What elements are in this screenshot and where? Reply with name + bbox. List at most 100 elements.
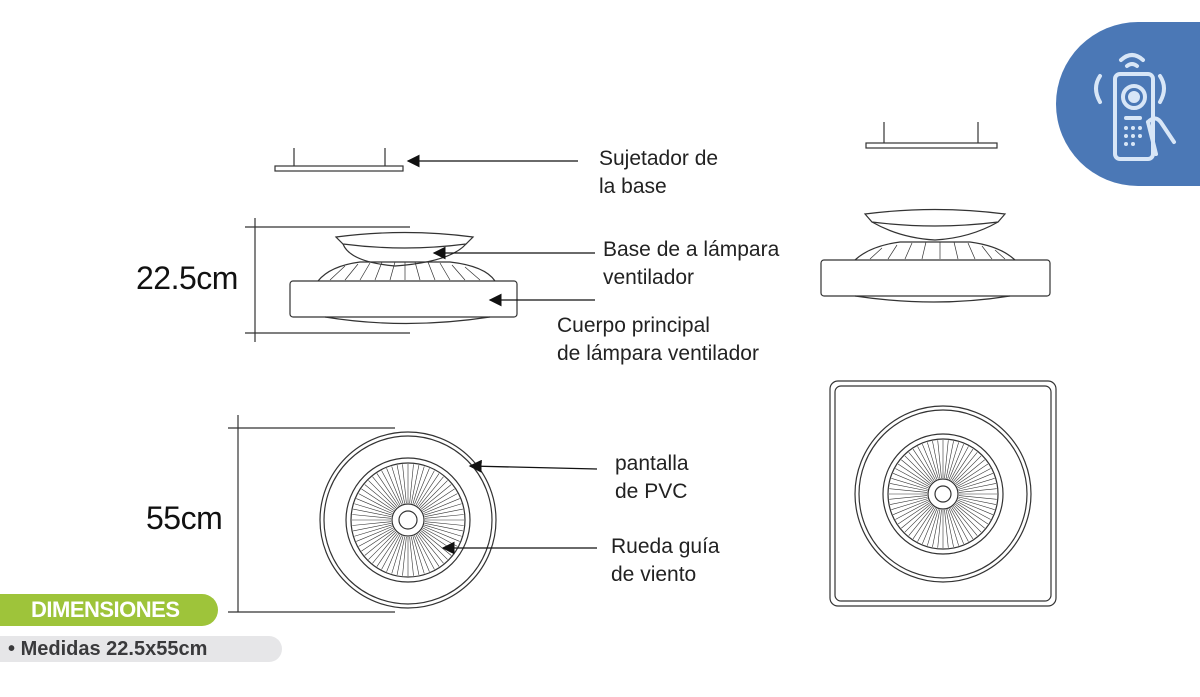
fan-blade-line xyxy=(396,536,405,575)
fan-blade-line xyxy=(391,536,404,574)
fan-blade-line xyxy=(937,509,942,548)
fan-blade-line xyxy=(951,448,974,481)
fan-blade-line xyxy=(908,452,934,482)
fan-blade-line xyxy=(423,498,460,514)
fan-blade-line xyxy=(364,484,396,510)
fan-blade-line xyxy=(361,488,395,511)
fan-blade-line xyxy=(956,502,989,525)
bottom-view-square xyxy=(829,380,1057,607)
fan-blade-line xyxy=(927,509,939,546)
fan-blade-line xyxy=(381,534,401,570)
side-view-left xyxy=(245,148,518,342)
fan-blade-line xyxy=(927,442,939,479)
fan-blade-line xyxy=(424,508,463,517)
fan-blade-line xyxy=(957,499,994,515)
fan-blade-line xyxy=(945,440,954,479)
fan-blade-line xyxy=(954,455,982,483)
fan-blade-line xyxy=(897,463,930,486)
fan-blade-line xyxy=(358,527,394,547)
fan-blade-line xyxy=(944,440,949,479)
fan-blade-line xyxy=(944,509,949,548)
fan-blade-line xyxy=(424,524,462,537)
fan-blade-line xyxy=(958,496,997,505)
fan-blade-line xyxy=(889,488,928,493)
dimensions-heading: DIMENSIONES xyxy=(0,594,218,626)
fan-blade-line xyxy=(897,502,930,525)
fan-blade-line xyxy=(901,503,931,529)
fan-blade-line xyxy=(955,503,985,529)
fan-blade-line xyxy=(424,514,464,519)
fan-blade-line xyxy=(418,476,444,508)
fan-blade-line xyxy=(358,493,394,513)
fan-blade-line xyxy=(386,535,402,572)
fan-blade-line xyxy=(932,509,941,548)
fan-blade-line xyxy=(895,501,930,520)
fan-blade-line xyxy=(904,455,932,483)
fan-blade-line xyxy=(956,468,991,487)
fan-blade-line xyxy=(372,532,398,564)
fan-blade-line xyxy=(420,484,452,510)
fan-blade-line xyxy=(957,473,994,489)
fan-blade-line xyxy=(368,480,397,509)
fan-blade-line xyxy=(412,466,425,504)
fan-blade-line xyxy=(932,440,941,479)
fan-blade-line xyxy=(391,466,404,504)
fan-blade-line xyxy=(423,526,460,542)
fan-blade-line xyxy=(424,503,462,516)
fan-blade-line xyxy=(364,530,396,556)
fan-blade-line xyxy=(353,508,392,517)
fan-blade-line xyxy=(420,530,452,556)
fan-blade-line xyxy=(402,464,407,504)
fan-blade-line xyxy=(948,443,964,480)
fan-blade-line xyxy=(889,496,928,505)
fan-blade-line xyxy=(402,536,407,576)
fan-blade-line xyxy=(409,536,414,576)
fan-blade-line xyxy=(948,508,964,545)
fan-blade-line xyxy=(356,498,393,514)
callout-arrows xyxy=(406,154,598,555)
fan-blade-line xyxy=(922,508,938,545)
fan-blade-line xyxy=(376,473,399,507)
fan-blade-line xyxy=(419,531,448,560)
fan-blade-line xyxy=(424,523,463,532)
fan-blade-line xyxy=(947,442,959,479)
remote-badge xyxy=(1056,22,1200,186)
fan-blade-line xyxy=(952,506,978,536)
fan-blade-line xyxy=(368,531,397,560)
height-dimension: 22.5cm xyxy=(136,260,238,296)
remote-control-icon xyxy=(1094,53,1176,161)
fan-blade-line xyxy=(904,505,932,533)
fan-blade-line xyxy=(381,470,401,506)
fan-blade-line xyxy=(954,505,982,533)
fan-blade-line xyxy=(353,523,392,532)
fan-blade-line xyxy=(417,473,440,507)
fan-blade-line xyxy=(417,533,440,567)
fan-blade-line xyxy=(917,446,936,481)
fan-blade-line xyxy=(945,509,954,548)
diameter-dimension: 55cm xyxy=(146,500,223,536)
fan-blade-line xyxy=(892,499,929,515)
fan-blade-line xyxy=(415,470,435,506)
fan-blade-line xyxy=(889,495,928,500)
fan-blade-line xyxy=(912,448,935,481)
fan-blade-line xyxy=(409,464,414,504)
fan-blade-line xyxy=(354,524,392,537)
fan-blade-line xyxy=(952,452,978,482)
fan-blade-line xyxy=(412,536,425,574)
fan-blade-line xyxy=(958,478,995,490)
fan-blade-line xyxy=(386,468,402,505)
fan-blade-line xyxy=(352,521,392,526)
measurements-item: • Medidas 22.5x55cm xyxy=(0,636,282,662)
fan-blade-line xyxy=(356,526,393,542)
fan-blade-line xyxy=(415,534,435,570)
fan-blade-line xyxy=(947,509,959,546)
fan-blade-line xyxy=(891,478,928,490)
fan-blade-line xyxy=(958,498,995,510)
fan-blade-line xyxy=(889,483,928,492)
fan-blade-line xyxy=(951,507,974,540)
fan-blade-line xyxy=(950,507,969,542)
